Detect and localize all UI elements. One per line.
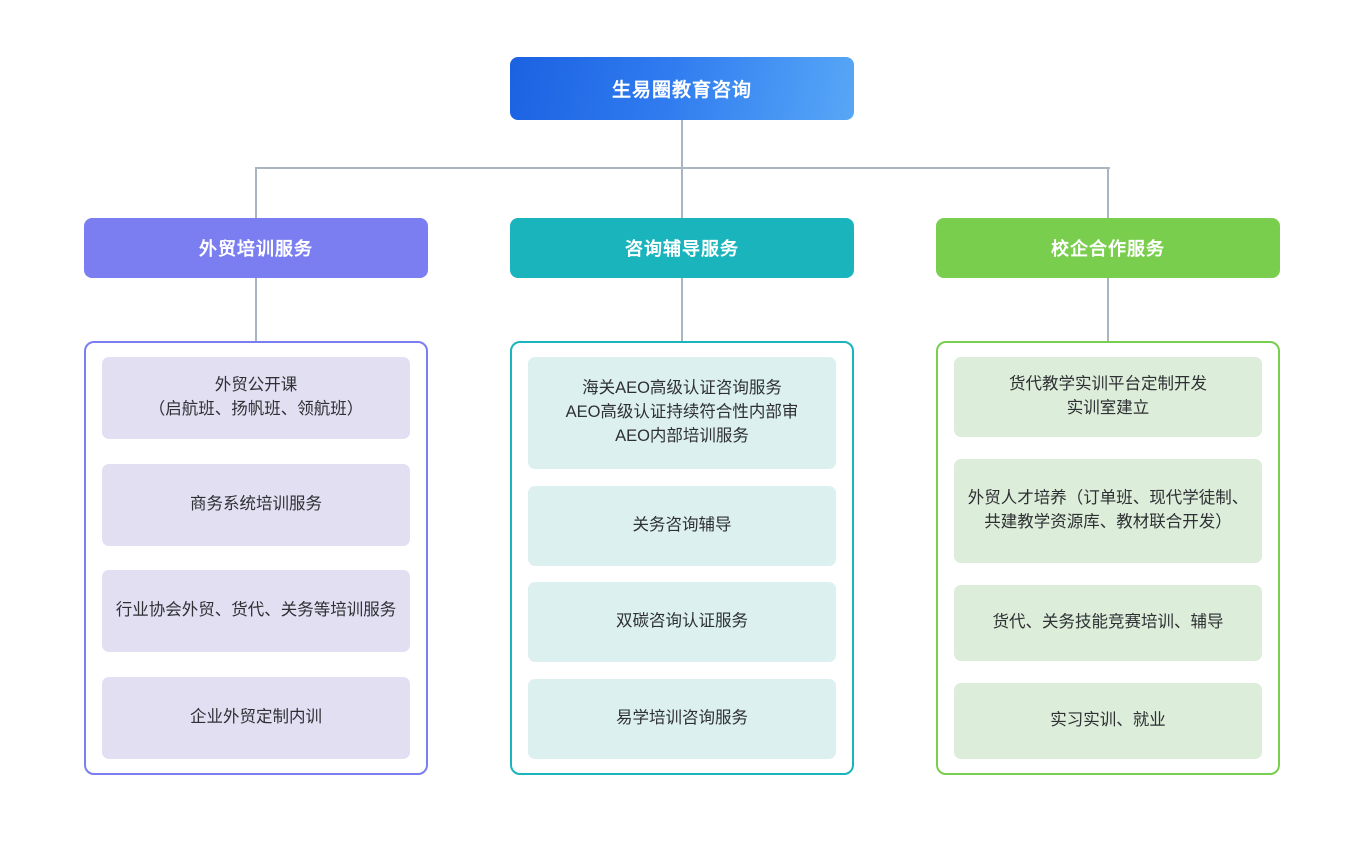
branch-item[interactable]: 企业外贸定制内训	[102, 676, 410, 759]
branch-panel-3: 货代教学实训平台定制开发 实训室建立 外贸人才培养（订单班、现代学徒制、共建教学…	[936, 341, 1280, 775]
branch-item[interactable]: 货代、关务技能竞赛培训、辅导	[954, 585, 1262, 661]
branch-item[interactable]: 关务咨询辅导	[528, 485, 836, 566]
branch-header-1[interactable]: 外贸培训服务	[84, 218, 428, 278]
branch-column-2: 咨询辅导服务 海关AEO高级认证咨询服务 AEO高级认证持续符合性内部审 AEO…	[510, 218, 854, 775]
connector-header-to-panel-3	[1107, 278, 1109, 341]
branch-item[interactable]: 外贸人才培养（订单班、现代学徒制、共建教学资源库、教材联合开发）	[954, 459, 1262, 563]
connector-header-to-panel-2	[681, 278, 683, 341]
connector-horizontal-bus	[256, 167, 1110, 169]
connector-header-to-panel-1	[255, 278, 257, 341]
branch-item[interactable]: 易学培训咨询服务	[528, 678, 836, 759]
branch-panel-2: 海关AEO高级认证咨询服务 AEO高级认证持续符合性内部审 AEO内部培训服务 …	[510, 341, 854, 775]
branch-header-3[interactable]: 校企合作服务	[936, 218, 1280, 278]
connector-root-stem	[681, 120, 683, 169]
branch-header-label-2: 咨询辅导服务	[625, 239, 739, 259]
branch-column-1: 外贸培训服务 外贸公开课 （启航班、扬帆班、领航班） 商务系统培训服务 行业协会…	[84, 218, 428, 775]
branch-header-label-1: 外贸培训服务	[199, 239, 313, 259]
branch-item[interactable]: 行业协会外贸、货代、关务等培训服务	[102, 570, 410, 653]
connector-drop-branch-3	[1107, 167, 1109, 218]
branch-item[interactable]: 商务系统培训服务	[102, 463, 410, 546]
branch-header-2[interactable]: 咨询辅导服务	[510, 218, 854, 278]
branch-item[interactable]: 海关AEO高级认证咨询服务 AEO高级认证持续符合性内部审 AEO内部培训服务	[528, 357, 836, 469]
branch-item[interactable]: 实习实训、就业	[954, 683, 1262, 759]
branch-item[interactable]: 货代教学实训平台定制开发 实训室建立	[954, 357, 1262, 437]
root-node-label: 生易圈教育咨询	[611, 80, 752, 101]
branch-item[interactable]: 外贸公开课 （启航班、扬帆班、领航班）	[102, 357, 410, 439]
branch-panel-1: 外贸公开课 （启航班、扬帆班、领航班） 商务系统培训服务 行业协会外贸、货代、关…	[84, 341, 428, 775]
connector-drop-branch-2	[681, 167, 683, 218]
branch-item[interactable]: 双碳咨询认证服务	[528, 582, 836, 663]
branch-header-label-3: 校企合作服务	[1051, 239, 1165, 259]
connector-drop-branch-1	[255, 167, 257, 218]
branch-column-3: 校企合作服务 货代教学实训平台定制开发 实训室建立 外贸人才培养（订单班、现代学…	[936, 218, 1280, 775]
root-node[interactable]: 生易圈教育咨询	[510, 57, 854, 120]
